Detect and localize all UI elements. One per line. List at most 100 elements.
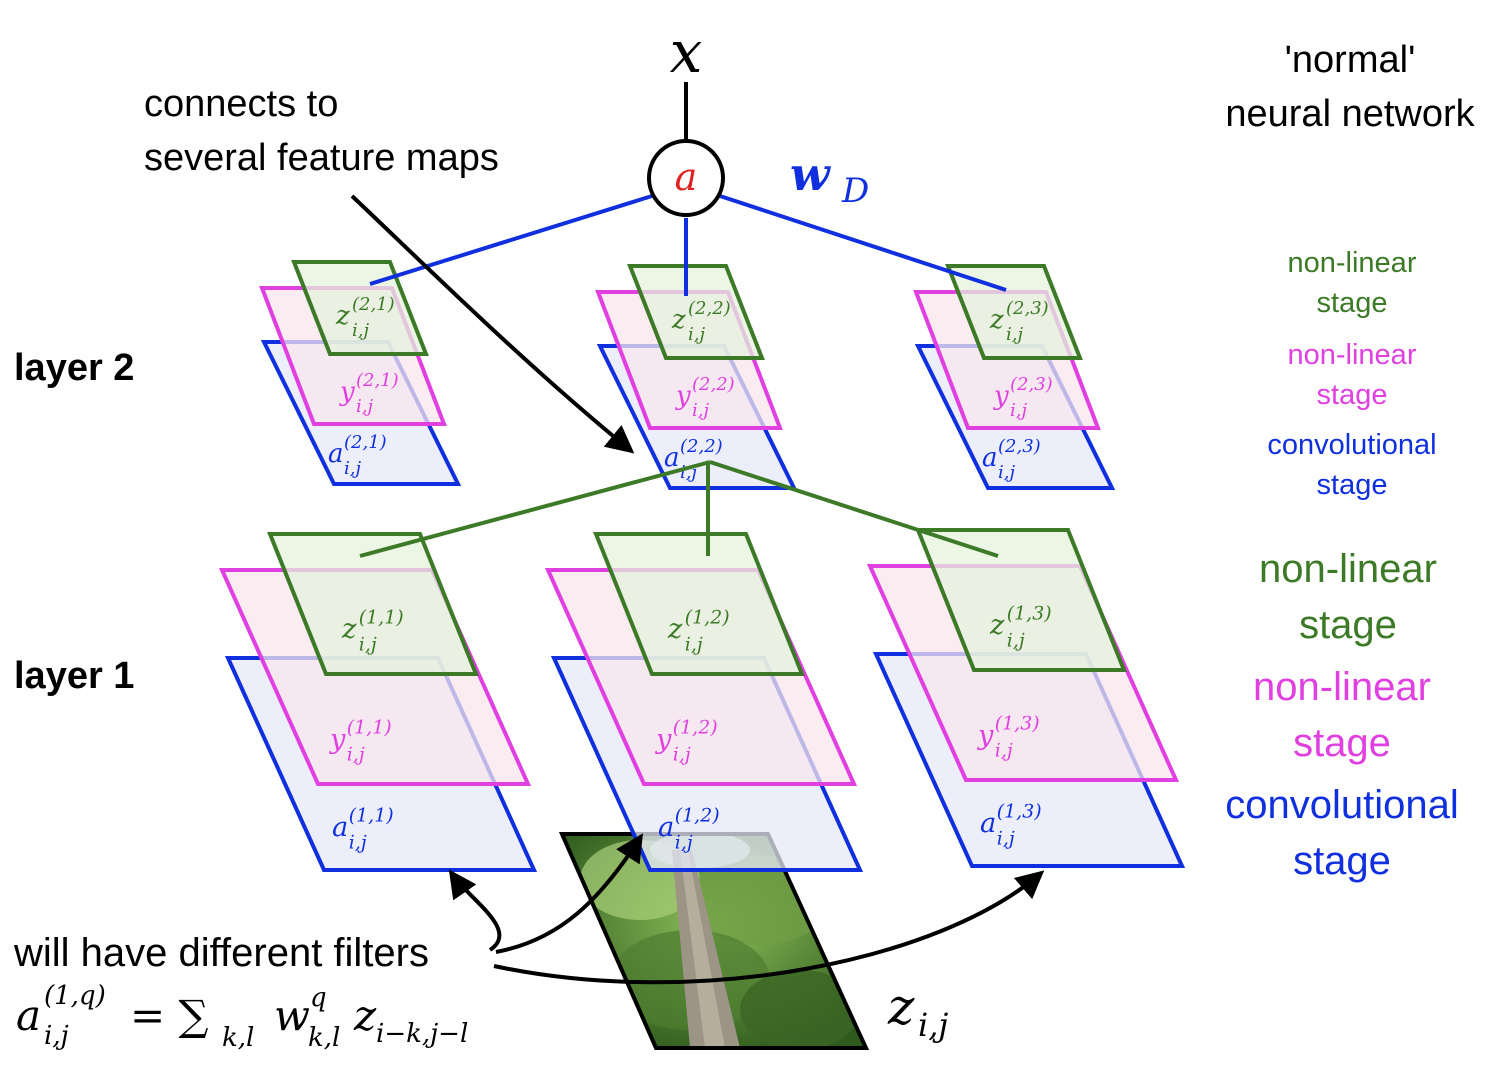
filters-arrow-middle [495,833,644,954]
legend1-conv-2: stage [1293,839,1391,883]
convolution-formula: a (1,q) i,j = ∑ k,l w q k,l z i−k,j−l [16,981,468,1053]
layer1-label: layer 1 [14,655,134,697]
l2-map-1-z-label-letter: z [335,301,350,331]
neuron-symbol: a [675,155,698,199]
filters-arrow-left [448,869,502,952]
l1-map-2-a-label: a(1,2) i,j [658,804,720,853]
l1-map-1-y-label: y(1,1)i,j [328,716,392,765]
normal-nn-line2: neural network [1225,93,1475,135]
l1-map-1-z-label: z(1,1) i,j [341,606,404,655]
weight-symbol: w [790,147,831,201]
l2-map-1-z-label-sub: i,j [352,320,369,341]
l2-map-3-z-label: z(2,3)i,j [989,298,1049,345]
l1-map-3-z-plane [915,528,1127,672]
l2-map-3-a-label-sub: i,j [998,462,1015,483]
l1-map-2-z-label-sub: i,j [685,634,703,656]
l1-map-1-z-plane [267,532,479,676]
legend1-pink-2: stage [1293,721,1391,765]
l1-map-1-a-label-letter: a [332,812,348,843]
l1-map-2-z-label: z(1,2)i,j [667,606,730,655]
formula-lhs: a [16,991,41,1040]
legend2-pink-2: stage [1317,379,1388,411]
formula-w: w [274,991,310,1040]
l1-map-3-stack: z(1,3)i,jy(1,3)i,ja(1,3)i,j [866,528,1186,868]
l1-map-1-a-label: a(1,1) i,j [332,804,394,853]
l1-map-1-y-label-sup: (1,1) [347,716,392,738]
l1-map-2-y-label: y(1,2)i,j [654,716,718,765]
dense-connections [369,194,1007,296]
formula-w-sub: k,l [308,1023,340,1053]
formula-w-sup: q [310,983,327,1013]
l2-map-3-stack: z(2,3)i,jy(2,3)i,ja(2,3)i,j [913,264,1116,490]
l1-map-3-a-label-sub: i,j [997,828,1015,850]
l2-map-3-y-label: y(2,3)i,j [993,374,1053,421]
l2-map-1-z-plane [291,260,429,356]
input-label-z: z [887,978,915,1036]
l2-map-3-a-label-letter: a [982,443,998,473]
l2-map-1-y-label-letter: y [339,377,355,407]
connects-line2: several feature maps [144,137,499,179]
l1-map-2-a-label-sup: (1,2) [675,804,720,826]
l2-map-3-y-label-sub: i,j [1010,400,1027,421]
filters-arrow-right [493,870,1045,985]
l2-map-3-y-label-sup: (2,3) [1010,374,1053,395]
legend1-pink-1: non-linear [1253,665,1431,709]
l1-map-3-z-label: z(1,3)i,j [989,602,1052,651]
l1-map-3-y-label-letter: y [976,720,994,751]
l1-map-3-y-label-sup: (1,3) [995,712,1040,734]
l2-map-1-y-label: y(2,1) i,j [339,370,399,417]
neuron-circle [647,139,725,217]
feature-maps: z(2,1)i,jy(2,1)i,ja(2,1)i,jz(2,2)i,jy(2,… [218,260,1186,872]
l2-map-1-stack: z(2,1)i,j y(2,1) i,j a(2,1)i,j [259,260,462,486]
l2-map-2-a-label-letter: a [664,443,680,473]
legend1-green-1: non-linear [1259,547,1437,591]
legend2-conv-2: stage [1317,469,1388,501]
formula-rhs: = ∑ [130,991,209,1040]
l1-map-2-y-label-letter: y [654,724,672,755]
formula-sub: i,j [44,1021,69,1051]
l2-map-2-y-label-sub: i,j [692,400,709,421]
legend-layer2: non-linear stage non-linear stage convol… [1267,247,1436,501]
l2-map-3-z-plane [945,264,1083,360]
l2-map-3-z-label-sup: (2,3) [1006,298,1049,319]
l1-map-1-z-label-sup: (1,1) [359,606,404,628]
connects-line1: connects to [144,83,338,125]
legend2-pink-1: non-linear [1288,339,1417,371]
l1-map-1-a-label-sup: (1,1) [349,804,394,826]
l1-map-2-a-label-letter: a [658,812,674,843]
l2-map-2-a-label-sup: (2,2) [680,436,723,457]
l1-map-2-z-plane [593,532,805,676]
l1-map-2-y-label-sup: (1,2) [673,716,718,738]
l1-map-1-y-label-letter: y [328,724,346,755]
l2-map-2-y-label-letter: y [675,381,691,411]
l2-map-1-a-label: a(2,1)i,j [328,432,387,479]
legend1-conv-1: convolutional [1225,783,1459,827]
l2-map-2-y-label-sup: (2,2) [692,374,735,395]
legend2-green-2: stage [1317,287,1388,319]
l2-map-2-z-plane [627,264,765,360]
formula-sup: (1,q) [44,981,106,1011]
l1-map-1-z-label-sub: i,j [359,634,377,656]
l2-map-3-a-label-sup: (2,3) [998,436,1041,457]
l2-map-1-y-label-sup: (2,1) [356,370,399,391]
filters-note: will have different filters [13,931,429,975]
l2-map-1-z-label: z(2,1)i,j [335,294,395,341]
l1-map-1-z-label-letter: z [341,614,357,645]
legend2-conv-1: convolutional [1267,429,1436,461]
l1-map-1-a-label-sub: i,j [349,832,367,854]
l2-map-3-a-label: a(2,3) i,j [982,436,1041,483]
l1-map-2-a-label-sub: i,j [675,832,693,854]
l2-map-1-a-label-letter: a [328,439,344,469]
formula-sum-sub: k,l [222,1023,254,1053]
formula-z: z [353,991,377,1040]
layer2-label: layer 2 [14,347,134,389]
weight-label: w D [790,147,869,211]
input-symbol: x [670,18,703,86]
l1-map-2-stack: z(1,2)i,jy(1,2)i,ja(1,2)i,j [544,532,864,872]
formula-z-sub: i−k,j−l [376,1019,468,1049]
l2-map-2-z-label-letter: z [671,305,686,335]
legend1-green-2: stage [1299,603,1397,647]
l2-map-1-y-label-sub: i,j [356,396,373,417]
